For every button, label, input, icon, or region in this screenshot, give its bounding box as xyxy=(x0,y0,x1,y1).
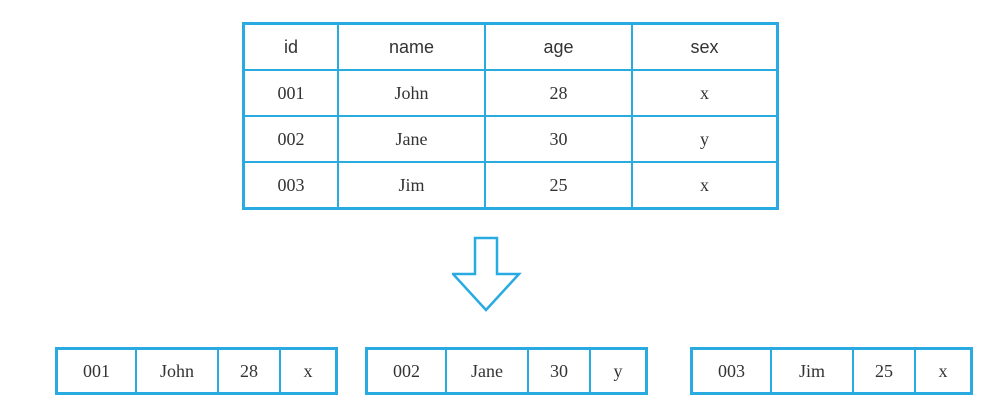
record-cell-sex: y xyxy=(589,350,645,392)
record-strip-2: 002 Jane 30 y xyxy=(365,347,648,395)
record-cell-age: 25 xyxy=(852,350,914,392)
table-cell: 003 xyxy=(242,161,339,210)
record-cell-id: 002 xyxy=(393,360,420,381)
record-cell-age: 28 xyxy=(217,350,279,392)
record-cell-id: 003 xyxy=(718,360,745,381)
record-cell-id: 001 xyxy=(83,360,110,381)
table-cell: x xyxy=(631,161,779,210)
record-strip-1: 001 John 28 x xyxy=(55,347,338,395)
table-cell: Jim xyxy=(337,161,486,210)
table-cell: 30 xyxy=(484,115,633,163)
record-strip-3: 003 Jim 25 x xyxy=(690,347,973,395)
table-cell: y xyxy=(631,115,779,163)
table-header-row: id name age sex xyxy=(242,22,779,71)
header-cell-name: name xyxy=(337,22,486,71)
table-row: 001 John 28 x xyxy=(242,69,779,117)
header-cell-id: id xyxy=(242,22,339,71)
table-cell: 28 xyxy=(484,69,633,117)
header-cell-sex: sex xyxy=(631,22,779,71)
record-cell-sex: x xyxy=(279,350,335,392)
table-cell: 25 xyxy=(484,161,633,210)
record-cell-name: John xyxy=(135,350,217,392)
down-arrow-outline-icon xyxy=(452,236,522,312)
table-cell: John xyxy=(337,69,486,117)
header-cell-age: age xyxy=(484,22,633,71)
source-table: id name age sex 001 John 28 x 002 Jane 3… xyxy=(242,22,779,210)
table-cell: 002 xyxy=(242,115,339,163)
record-cell-name: Jane xyxy=(445,350,527,392)
record-cell-name: Jim xyxy=(770,350,852,392)
record-cell-age: 30 xyxy=(527,350,589,392)
table-cell: 001 xyxy=(242,69,339,117)
table-row: 003 Jim 25 x xyxy=(242,161,779,210)
table-cell: Jane xyxy=(337,115,486,163)
record-cell-sex: x xyxy=(914,350,970,392)
table-row: 002 Jane 30 y xyxy=(242,115,779,163)
table-cell: x xyxy=(631,69,779,117)
